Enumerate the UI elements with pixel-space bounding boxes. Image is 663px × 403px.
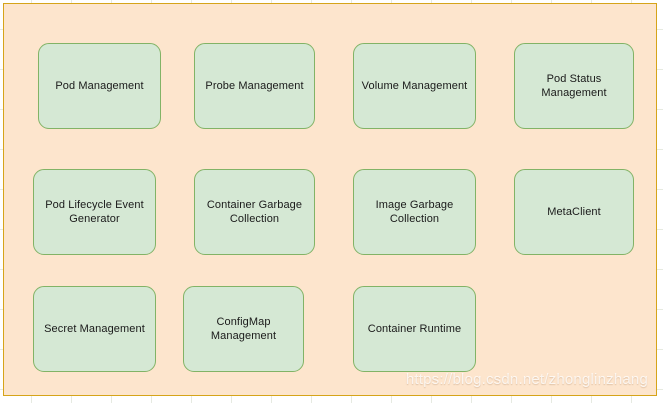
- node-box[interactable]: Probe Management: [194, 43, 315, 129]
- node-label: ConfigMap Management: [210, 316, 277, 342]
- node-label: MetaClient: [547, 206, 601, 218]
- node-label: Image Garbage Collection: [375, 199, 454, 225]
- node-label: Pod Lifecycle Event Generator: [45, 199, 144, 225]
- node-box[interactable]: MetaClient: [514, 169, 634, 255]
- watermark-text: https://blog.csdn.net/zhonglinzhang: [405, 371, 648, 388]
- node-box[interactable]: Pod Status Management: [514, 43, 634, 129]
- node-box[interactable]: Container Runtime: [353, 286, 476, 372]
- node-label: Container Runtime: [367, 323, 462, 335]
- node-box[interactable]: Pod Lifecycle Event Generator: [33, 169, 156, 255]
- node-box[interactable]: ConfigMap Management: [183, 286, 304, 372]
- node-label: Pod Status Management: [541, 73, 607, 99]
- node-box[interactable]: Volume Management: [353, 43, 476, 129]
- node-box[interactable]: Container Garbage Collection: [194, 169, 315, 255]
- node-box[interactable]: Image Garbage Collection: [353, 169, 476, 255]
- node-box[interactable]: Secret Management: [33, 286, 156, 372]
- node-label: Probe Management: [205, 80, 304, 92]
- node-box[interactable]: Pod Management: [38, 43, 161, 129]
- node-label: Volume Management: [361, 80, 468, 92]
- diagram-container: Pod Management Probe Management Volume Man…: [3, 3, 657, 396]
- node-label: Secret Management: [44, 323, 145, 335]
- node-label: Pod Management: [55, 80, 144, 92]
- node-label: Container Garbage Collection: [206, 199, 303, 225]
